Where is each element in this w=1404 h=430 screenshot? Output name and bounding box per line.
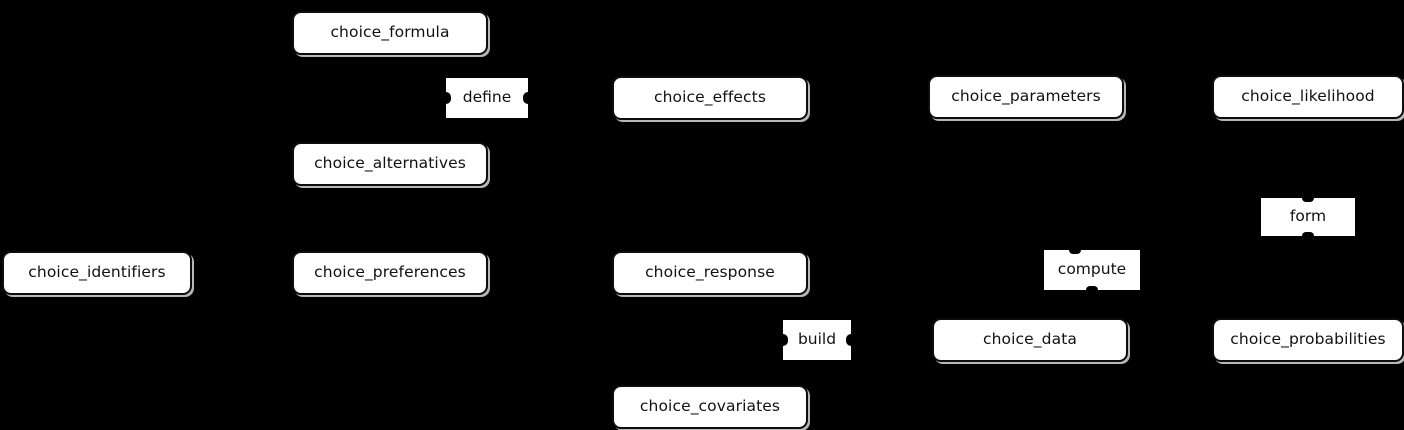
node-choice-covariates[interactable]: choice_covariates: [612, 385, 808, 429]
node-choice-alternatives[interactable]: choice_alternatives: [292, 142, 488, 186]
edge-label-text: form: [1289, 207, 1327, 226]
node-label: choice_alternatives: [314, 154, 466, 173]
node-choice-parameters[interactable]: choice_parameters: [928, 75, 1124, 119]
node-label: choice_identifiers: [28, 263, 166, 282]
notch-build-right: [846, 334, 851, 346]
node-choice-preferences[interactable]: choice_preferences: [292, 251, 488, 295]
node-label: choice_parameters: [951, 87, 1101, 106]
node-label: choice_response: [645, 263, 775, 282]
node-label: choice_effects: [653, 88, 766, 107]
edge-label-form: form: [1261, 198, 1355, 236]
node-choice-identifiers[interactable]: choice_identifiers: [2, 251, 192, 295]
edge-label-build: build: [783, 320, 851, 360]
edge-label-define: define: [446, 78, 528, 118]
node-choice-likelihood[interactable]: choice_likelihood: [1212, 75, 1404, 119]
notch-define-right: [523, 92, 528, 104]
notch-build-left: [783, 334, 788, 346]
edge-label-text: define: [462, 88, 512, 107]
node-label: choice_preferences: [314, 263, 466, 282]
node-choice-data[interactable]: choice_data: [932, 318, 1128, 362]
edge-label-text: compute: [1057, 260, 1127, 279]
node-label: choice_data: [983, 330, 1077, 349]
edge-label-text: build: [797, 330, 837, 349]
edge-label-compute: compute: [1044, 250, 1140, 290]
node-choice-probabilities[interactable]: choice_probabilities: [1212, 318, 1404, 362]
node-choice-effects[interactable]: choice_effects: [612, 76, 808, 120]
node-label: choice_covariates: [639, 397, 781, 416]
node-label: choice_likelihood: [1241, 87, 1375, 106]
node-choice-response[interactable]: choice_response: [612, 251, 808, 295]
node-label: choice_formula: [330, 23, 450, 42]
node-choice-formula[interactable]: choice_formula: [292, 11, 488, 55]
edge-choice_effects-choice_parameters: [807, 96, 929, 99]
notch-form-bottom: [1302, 232, 1314, 236]
node-label: choice_probabilities: [1230, 330, 1386, 349]
notch-compute-bottom: [1086, 286, 1098, 290]
